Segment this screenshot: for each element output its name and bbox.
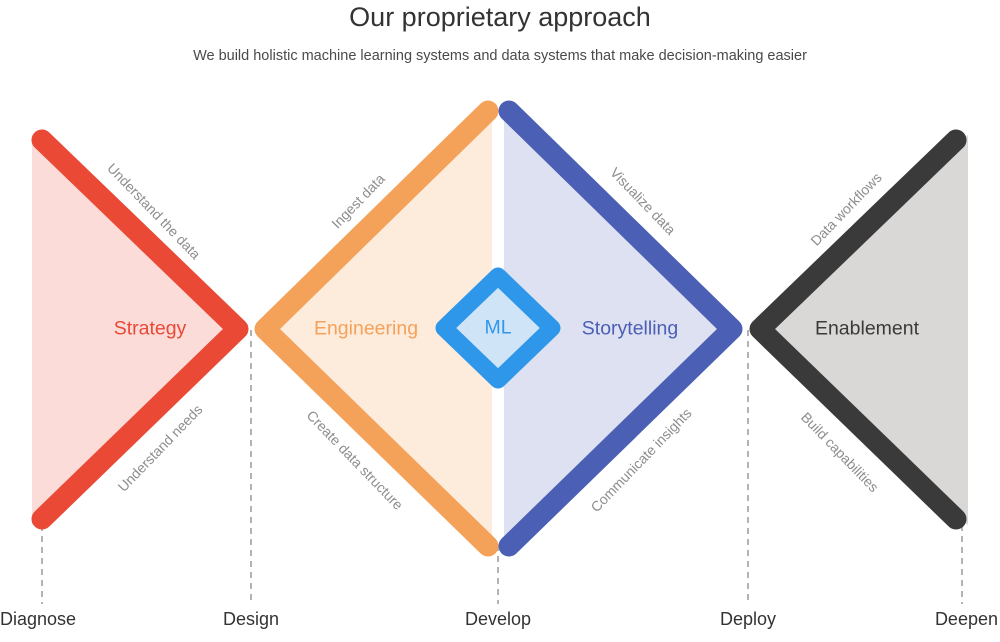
enablement-chevron bbox=[749, 129, 967, 530]
engineering-fill bbox=[262, 103, 492, 552]
page-subtitle: We build holistic machine learning syste… bbox=[193, 48, 807, 64]
strategy-fill bbox=[32, 135, 238, 525]
storytelling-chevron bbox=[498, 100, 743, 557]
strategy-chevron bbox=[31, 129, 249, 530]
storytelling-label: Storytelling bbox=[581, 317, 679, 340]
phase-diagnose: Diagnose bbox=[0, 609, 77, 629]
strategy-label: Strategy bbox=[113, 317, 187, 340]
ml-diamond bbox=[435, 267, 561, 389]
phase-deepen: Deepen bbox=[934, 609, 998, 629]
storytelling-fill bbox=[504, 103, 734, 552]
phase-deploy: Deploy bbox=[719, 609, 777, 629]
enablement-label: Enablement bbox=[814, 317, 920, 340]
engineering-label: Engineering bbox=[313, 317, 419, 340]
phase-develop: Develop bbox=[464, 609, 532, 629]
engineering-chevron bbox=[254, 100, 499, 557]
enablement-fill bbox=[762, 135, 968, 525]
page-title: Our proprietary approach bbox=[349, 2, 651, 32]
phase-design: Design bbox=[222, 609, 280, 629]
ml-label: ML bbox=[484, 316, 512, 339]
